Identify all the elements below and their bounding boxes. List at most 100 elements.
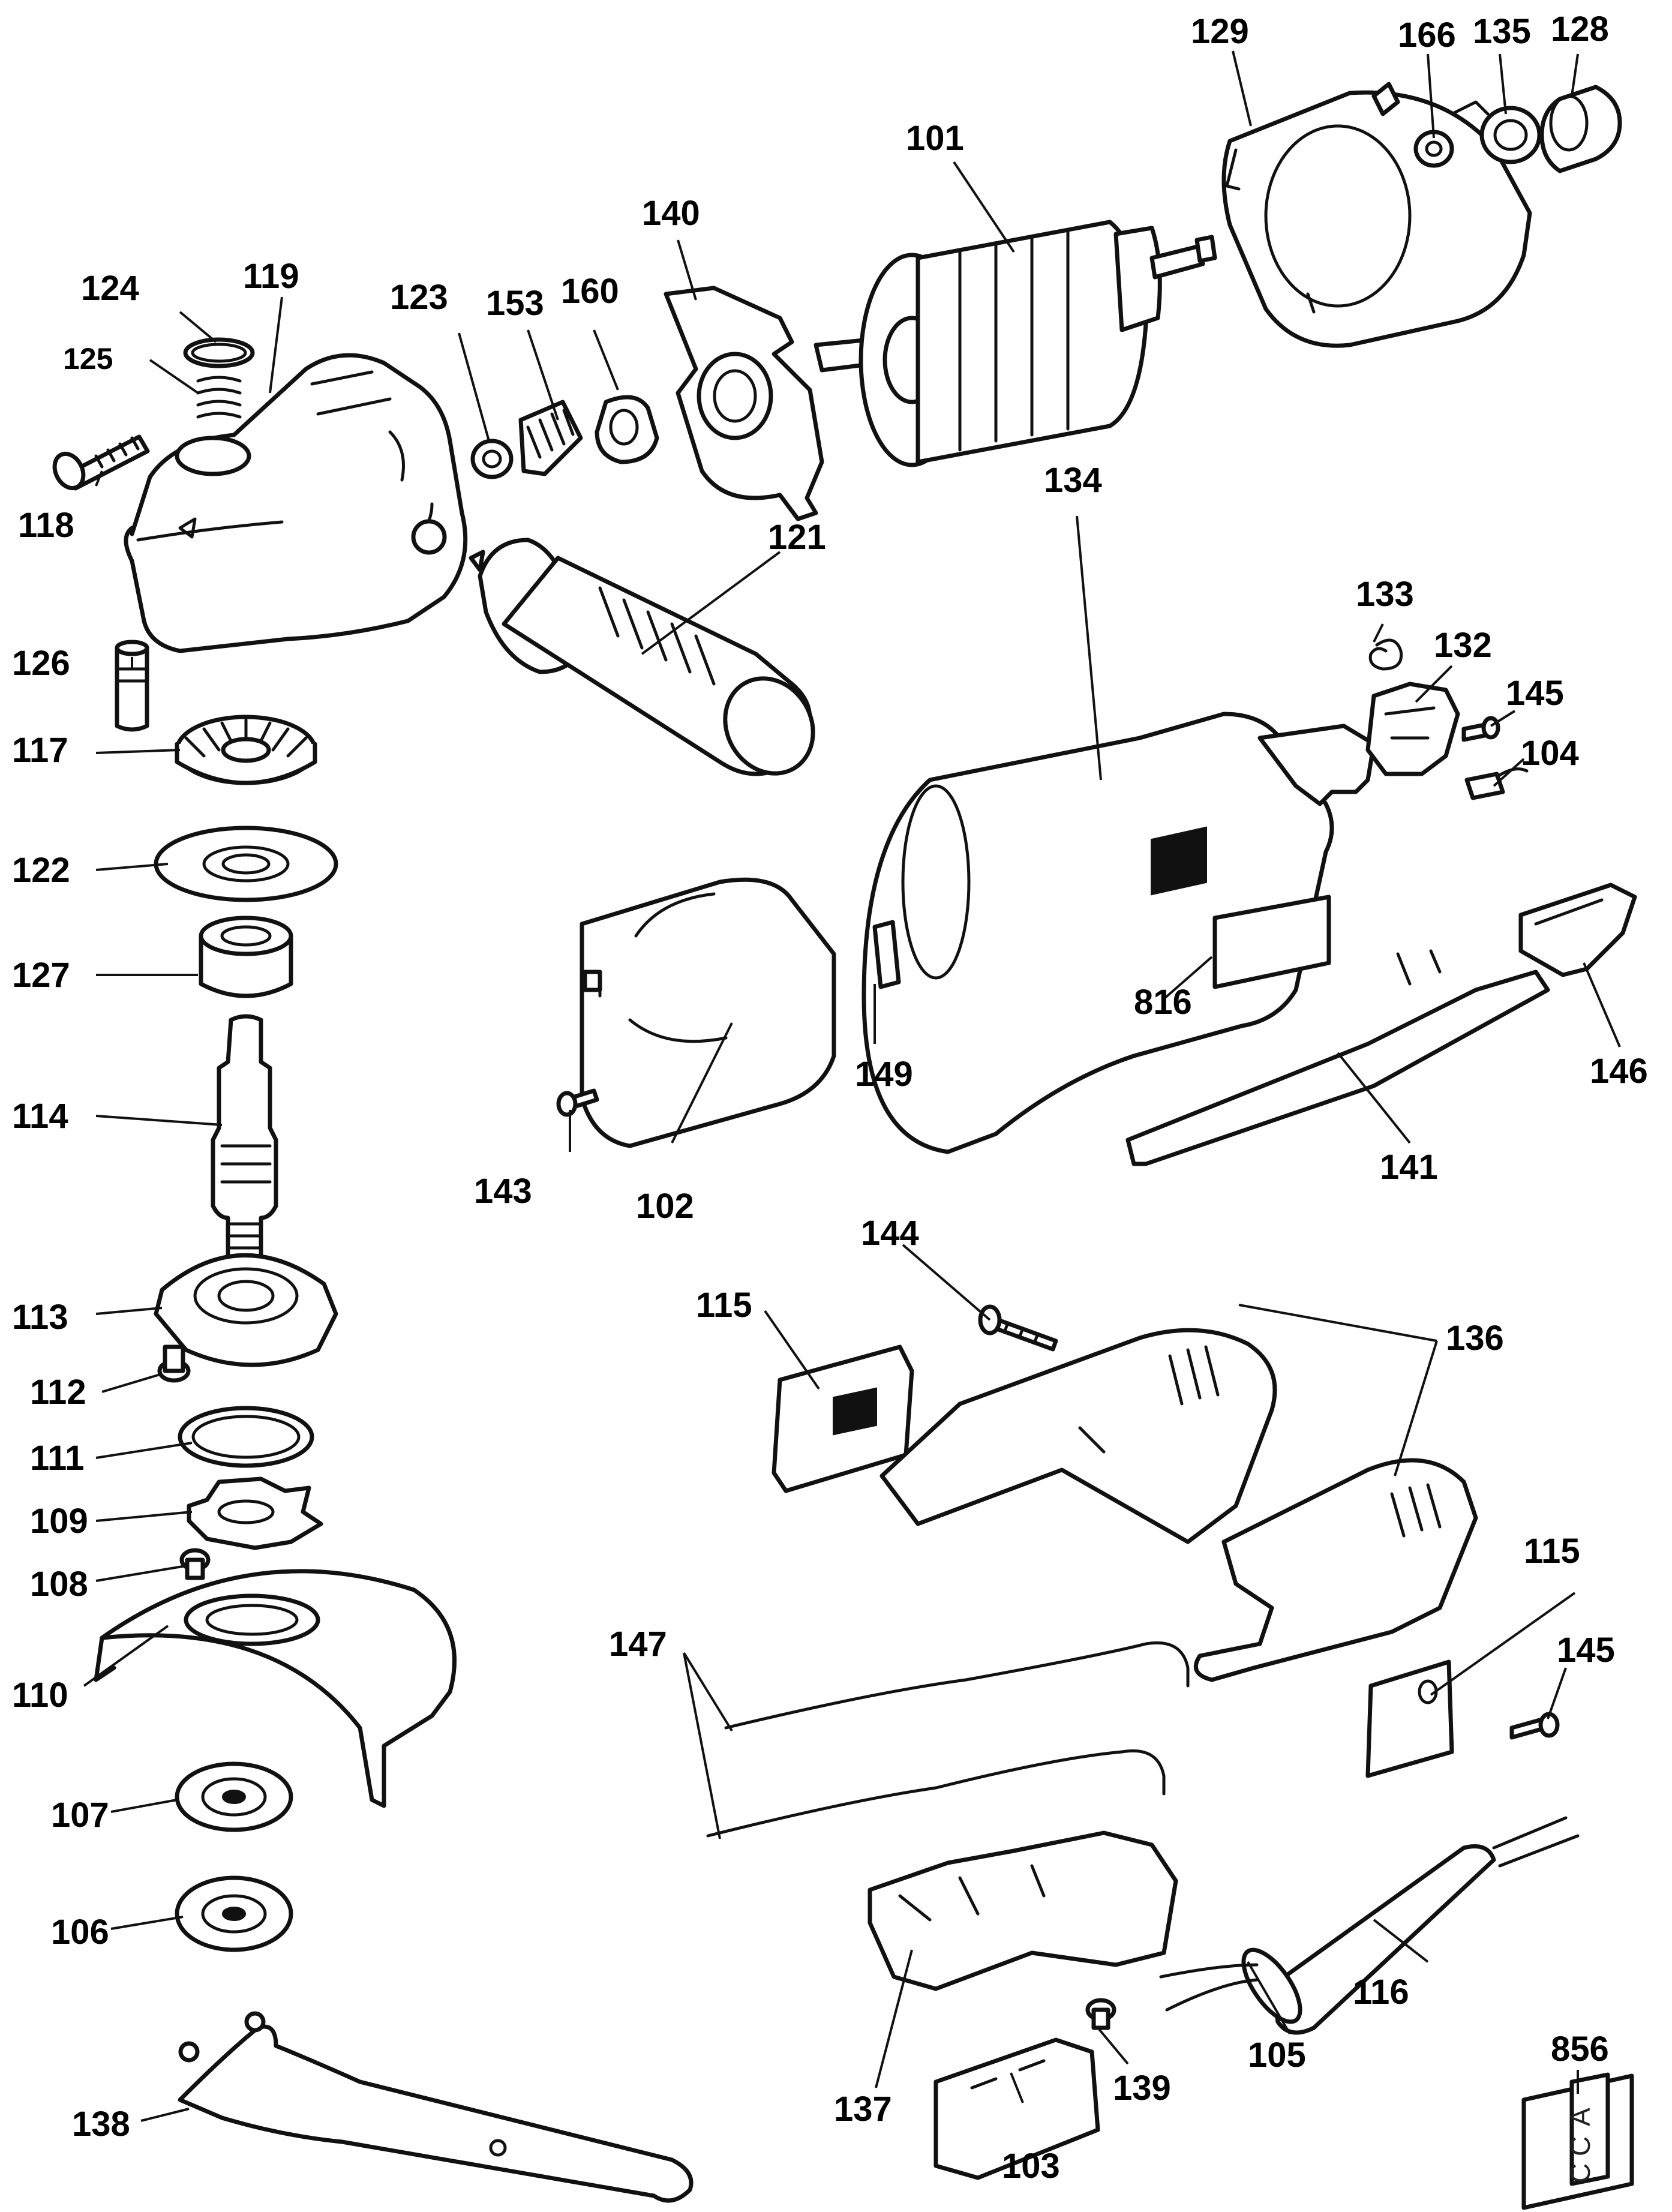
- part-122-washer: [154, 826, 338, 902]
- part-103-switch-module: [933, 2037, 1100, 2180]
- callout-135: 135: [1473, 12, 1531, 51]
- callout-116: 116: [1353, 1973, 1409, 2012]
- callout-125: 125: [63, 342, 113, 376]
- callout-147: 147: [609, 1625, 667, 1664]
- callout-117: 117: [12, 731, 68, 770]
- callout-105: 105: [1248, 2036, 1306, 2075]
- callout-106: 106: [51, 1913, 109, 1952]
- part-816-label: [1212, 895, 1331, 989]
- callout-140: 140: [642, 194, 700, 233]
- callout-110: 110: [12, 1676, 68, 1715]
- part-138-spanner: [178, 2011, 694, 2203]
- part-123-nut: [470, 439, 514, 479]
- part-109-guard-clamp: [187, 1476, 323, 1550]
- acc-letter-1: A: [1565, 2108, 1596, 2126]
- part-149-clip: [872, 920, 901, 989]
- part-113-flange: [154, 1253, 338, 1367]
- callout-141: 141: [1380, 1148, 1438, 1187]
- part-141-switch-bar: [1125, 949, 1550, 1166]
- acc-letter-3: C: [1565, 2163, 1596, 2183]
- callout-101: 101: [906, 119, 964, 158]
- callout-112: 112: [30, 1373, 86, 1412]
- part-144-screw: [978, 1304, 1058, 1352]
- acc-letter-2: C: [1565, 2136, 1596, 2156]
- part-106-outer-nut: [175, 1875, 293, 1952]
- callout-153: 153: [486, 284, 544, 323]
- callout-108: 108: [30, 1565, 88, 1604]
- part-137-switch: [867, 1830, 1178, 1991]
- part-101-armature: [814, 220, 1217, 467]
- callout-124: 124: [81, 269, 139, 308]
- callout-126: 126: [12, 644, 70, 683]
- callout-103: 103: [1002, 2147, 1060, 2186]
- part-134-motor-housing: [861, 712, 1376, 1154]
- callout-119: 119: [243, 257, 299, 296]
- callout-107: 107: [51, 1796, 109, 1835]
- part-133-spring: [1368, 638, 1403, 671]
- part-135-bearing: [1479, 106, 1542, 164]
- part-117-bevel-gear: [175, 715, 317, 785]
- callout-102: 102: [636, 1187, 694, 1226]
- accessory-tag-label: A C C: [1565, 2108, 1596, 2183]
- part-136-handle-half-lower: [1193, 1458, 1478, 1682]
- callout-121: 121: [768, 518, 826, 557]
- part-143-screw: [556, 1088, 599, 1117]
- callout-146: 146: [1590, 1052, 1648, 1091]
- callout-129: 129: [1191, 12, 1249, 51]
- callout-145: 145: [1506, 674, 1564, 713]
- part-112-screw: [157, 1344, 191, 1383]
- callout-128: 128: [1551, 10, 1609, 49]
- callout-111: 111: [30, 1439, 84, 1478]
- callout-122: 122: [12, 851, 70, 890]
- part-111-clamp-ring: [178, 1406, 314, 1468]
- part-140-baffle: [664, 286, 824, 521]
- part-108-screw: [179, 1548, 211, 1580]
- callout-115: 115: [696, 1286, 752, 1325]
- callout-123: 123: [390, 278, 448, 317]
- part-856-accessory-tag: [1521, 2072, 1634, 2210]
- callout-133: 133: [1356, 575, 1414, 614]
- part-107-inner-flange: [175, 1761, 293, 1832]
- part-129-end-housing: [1221, 82, 1532, 348]
- part-125-spring: [196, 376, 242, 419]
- callout-labels: 129 166 135 128 101 140 124 119 123 153 …: [12, 10, 1648, 2186]
- part-124-retaining-ring: [183, 337, 255, 368]
- part-145-screw-upper: [1461, 716, 1500, 742]
- callout-115-lower: 115: [1524, 1532, 1580, 1571]
- callout-856: 856: [1551, 2030, 1609, 2069]
- callout-109: 109: [30, 1502, 88, 1541]
- leader-lines: [83, 50, 1621, 2122]
- callout-132: 132: [1434, 626, 1492, 665]
- part-132-brush-holder: [1365, 682, 1460, 776]
- callout-118: 118: [18, 506, 74, 545]
- callout-160: 160: [561, 272, 619, 311]
- callout-149: 149: [855, 1055, 913, 1094]
- part-126-lock-pin: [115, 640, 149, 732]
- callout-816: 816: [1134, 983, 1192, 1022]
- callout-136: 136: [1446, 1319, 1504, 1358]
- part-146-switch-actuator: [1518, 883, 1637, 977]
- callout-143: 143: [474, 1172, 532, 1211]
- part-110-guard: [94, 1569, 457, 1808]
- callout-137: 137: [834, 2090, 892, 2129]
- part-115-cover-lower: [1365, 1659, 1454, 1778]
- callout-166: 166: [1398, 16, 1456, 55]
- part-145-screw-lower: [1509, 1712, 1560, 1740]
- part-128-sleeve: [1539, 85, 1622, 173]
- part-119-gear-housing: [124, 353, 468, 653]
- callout-144: 144: [861, 1214, 919, 1253]
- callout-138: 138: [72, 2105, 130, 2144]
- part-118-screw: [52, 434, 150, 491]
- part-114-spindle: [211, 1014, 278, 1268]
- part-147-leads: [706, 1641, 1190, 1838]
- part-105-cord-end: [1159, 1963, 1259, 2012]
- part-160-bearing: [595, 395, 659, 464]
- callout-113: 113: [12, 1298, 68, 1337]
- callout-139: 139: [1113, 2069, 1171, 2108]
- part-102-field: [580, 877, 836, 1148]
- part-139-screw: [1085, 1998, 1116, 2030]
- part-127-bearing: [199, 916, 293, 998]
- callout-145-lower: 145: [1557, 1631, 1615, 1670]
- callout-127: 127: [12, 956, 70, 995]
